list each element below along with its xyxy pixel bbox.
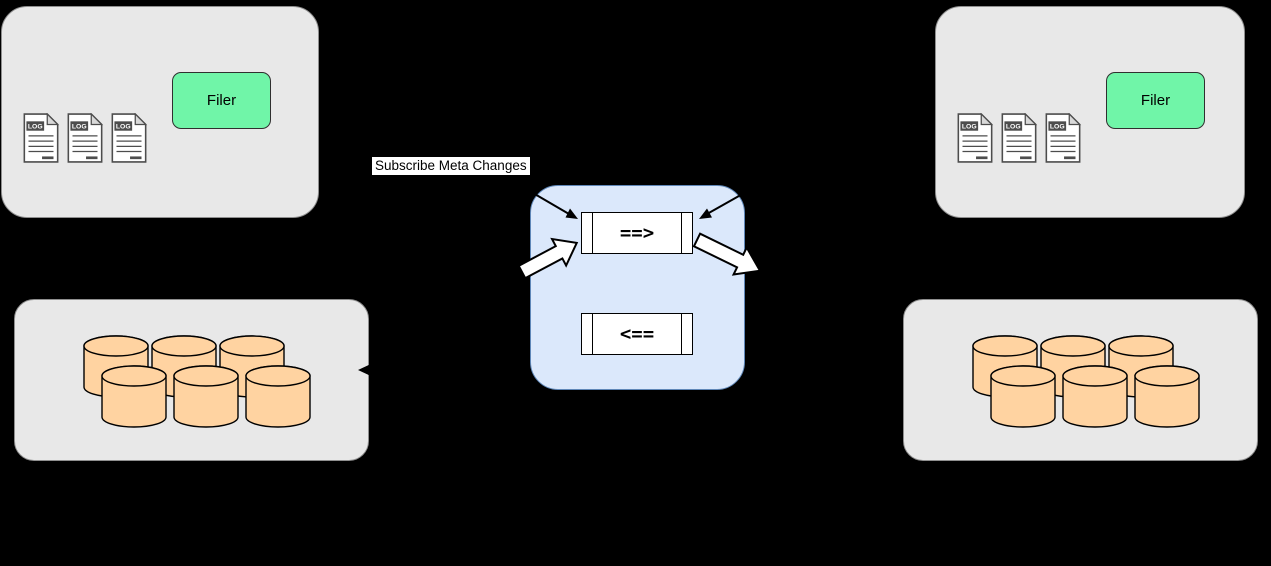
- volume-cluster-right: [903, 299, 1258, 461]
- filer-box-right: Filer: [1106, 72, 1205, 129]
- log-icon-label: LOG: [116, 124, 131, 131]
- log-icon-label: LOG: [28, 124, 43, 131]
- queue-backward-label: <==: [619, 323, 655, 345]
- log-file-icon: LOG: [23, 113, 60, 163]
- log-file-icon: LOG: [1045, 113, 1082, 163]
- filer-cluster-right: LOG LOG LOG: [935, 6, 1245, 218]
- log-icon-label: LOG: [962, 124, 977, 131]
- volume-cylinder: [101, 365, 167, 428]
- volume-cluster-left: [14, 299, 369, 461]
- log-file-icon: LOG: [67, 113, 104, 163]
- queue-end-cap: [681, 213, 682, 253]
- log-icon-label: LOG: [1006, 124, 1021, 131]
- queue-end-cap: [592, 213, 593, 253]
- log-file-icon: LOG: [1001, 113, 1038, 163]
- filer-label: Filer: [206, 92, 237, 109]
- filer-label: Filer: [1140, 92, 1171, 109]
- volume-cylinder: [245, 365, 311, 428]
- volume-cylinder: [1134, 365, 1200, 428]
- queue-end-cap: [681, 314, 682, 354]
- subscribe-meta-changes-label: Subscribe Meta Changes: [372, 157, 530, 176]
- filer-box-left: Filer: [172, 72, 271, 129]
- queue-end-cap: [592, 314, 593, 354]
- queue-backward: <==: [581, 313, 693, 355]
- filer-cluster-left: LOG LOG LOG: [1, 6, 319, 218]
- volume-cylinder: [1062, 365, 1128, 428]
- log-icon-label: LOG: [1050, 124, 1065, 131]
- log-icon-label: LOG: [72, 124, 87, 131]
- log-file-icon: LOG: [957, 113, 994, 163]
- queue-forward: ==>: [581, 212, 693, 254]
- volume-cylinder: [990, 365, 1056, 428]
- replication-queue-panel: ==> <==: [530, 185, 745, 390]
- queue-forward-label: ==>: [619, 222, 655, 244]
- volume-cylinder: [173, 365, 239, 428]
- log-file-icon: LOG: [111, 113, 148, 163]
